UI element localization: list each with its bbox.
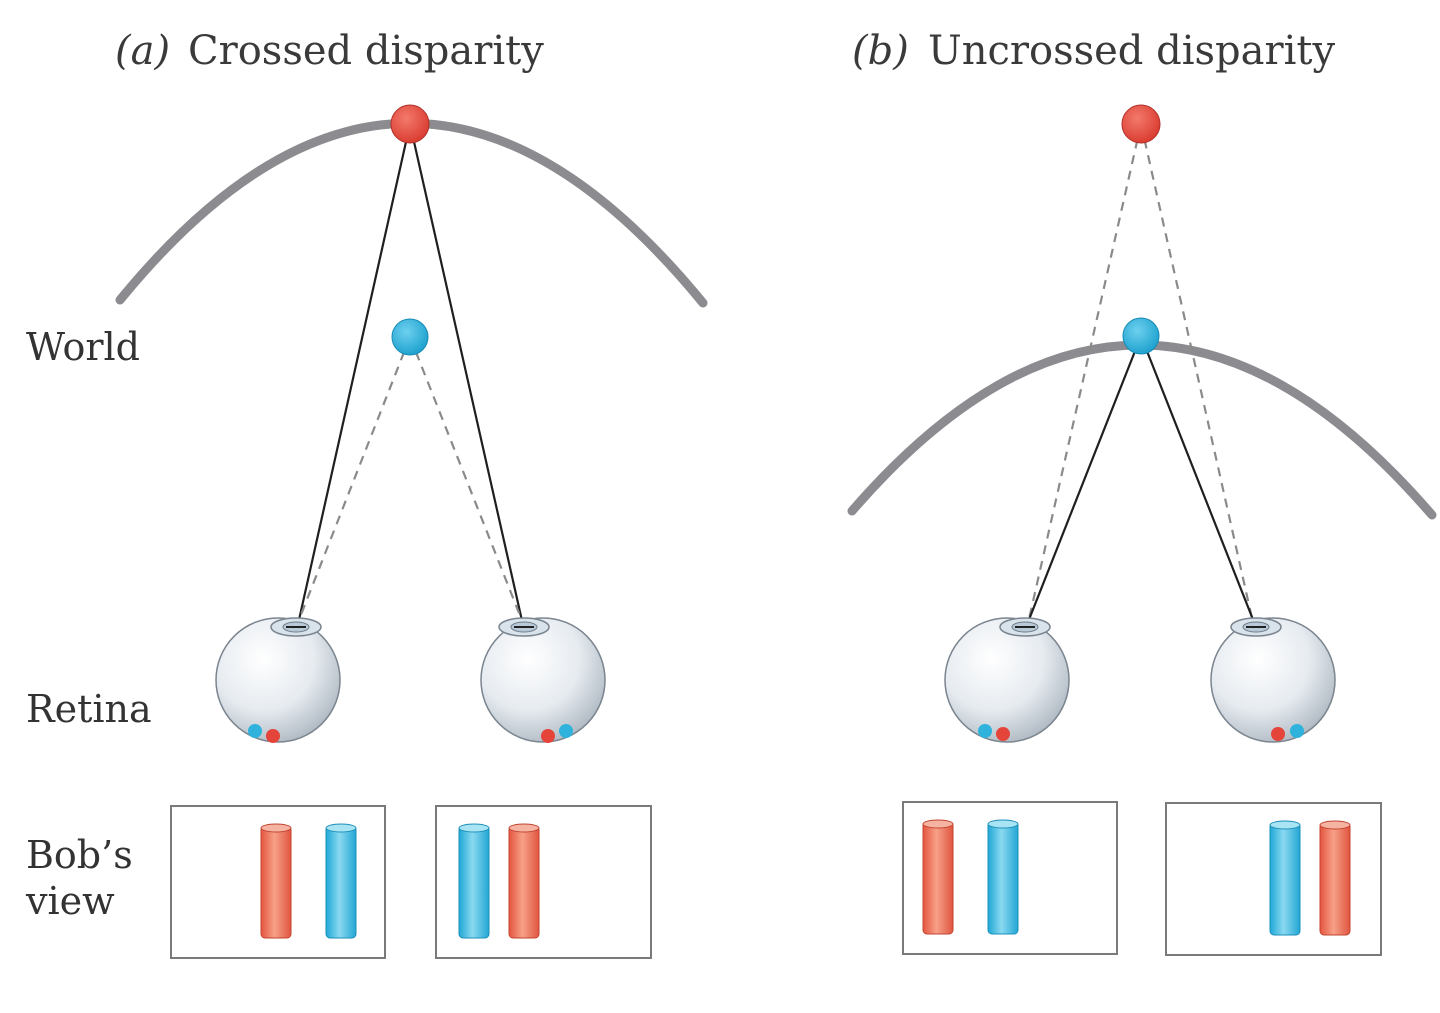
red-far-object	[1121, 104, 1161, 144]
left-view-blue-bar	[987, 819, 1019, 935]
blue-fixated-object	[1122, 317, 1160, 355]
panel-a	[115, 104, 708, 959]
panel-a-letter: (a)	[115, 28, 170, 74]
retina-red-image	[541, 729, 555, 743]
left-view-red-bar	[922, 819, 954, 935]
horopter-arc	[847, 340, 1437, 520]
right-view-blue-bar	[458, 823, 490, 939]
right-view-red-bar	[508, 823, 540, 939]
retina-red-image	[996, 727, 1010, 741]
right-eye	[480, 617, 606, 743]
left-eye-far-projection	[1001, 123, 1143, 735]
retina-label: Retina	[26, 687, 152, 731]
panel-a-title: Crossed disparity	[188, 28, 544, 74]
left-eye	[215, 617, 341, 743]
bobs-view-label-line2: view	[25, 879, 115, 923]
horopter-arc	[115, 118, 708, 308]
retina-red-image	[1271, 727, 1285, 741]
blue-near-object	[391, 318, 429, 356]
retina-blue-image	[978, 724, 992, 738]
panel-b-letter: (b)	[852, 28, 909, 74]
red-fixated-object	[390, 104, 430, 144]
retina-blue-image	[559, 724, 573, 738]
retina-red-image	[266, 729, 280, 743]
retina-blue-image	[1290, 724, 1304, 738]
world-label: World	[26, 325, 140, 369]
bobs-view-label-line1: Bob’s	[26, 833, 133, 877]
right-view-red-bar	[1319, 820, 1351, 936]
panel-b-title: Uncrossed disparity	[928, 28, 1335, 74]
left-view-red-bar	[260, 823, 292, 939]
right-view-blue-bar	[1269, 820, 1301, 936]
left-view-blue-bar	[325, 823, 357, 939]
retina-blue-image	[248, 724, 262, 738]
right-eye	[1210, 617, 1336, 743]
panel-b	[847, 104, 1437, 956]
left-eye	[944, 617, 1070, 743]
